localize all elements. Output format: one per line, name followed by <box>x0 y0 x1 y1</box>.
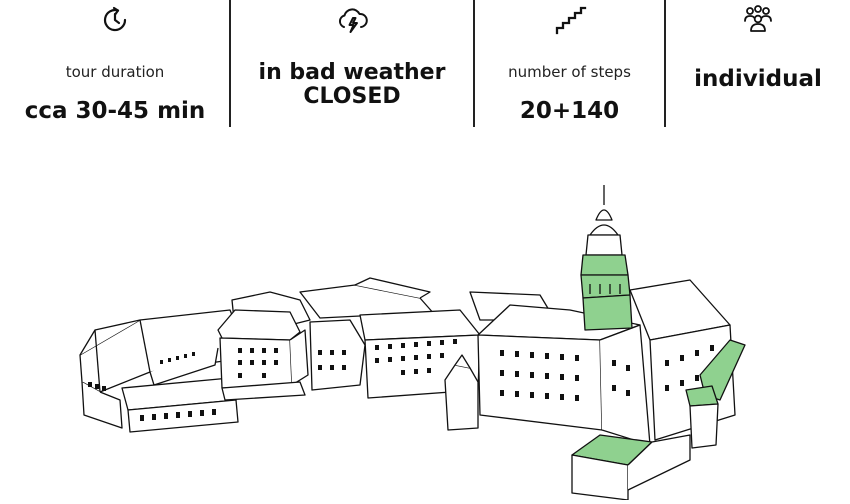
middle-wing <box>309 309 481 431</box>
castle-illustration <box>0 160 850 501</box>
weather-block: in bad weather CLOSED <box>231 0 473 130</box>
central-left-cluster <box>217 291 311 401</box>
storm-cloud-icon <box>335 3 369 37</box>
castle-tower <box>580 185 633 331</box>
column-divider <box>664 0 666 127</box>
tour-info-bar: tour duration cca 30-45 min in bad weath… <box>0 0 850 130</box>
column-divider <box>229 0 231 127</box>
rampart-path <box>685 339 746 449</box>
weather-line-2: CLOSED <box>303 84 401 109</box>
people-group-icon <box>741 3 775 37</box>
column-divider <box>473 0 475 127</box>
steps-label: number of steps <box>508 63 631 81</box>
group-block: individual <box>666 0 850 130</box>
steps-block: number of steps 20+140 <box>475 0 664 130</box>
left-wing <box>79 309 241 429</box>
front-low-building <box>121 377 239 433</box>
stairs-icon <box>553 3 587 37</box>
clock-refresh-icon <box>98 3 132 37</box>
steps-value: 20+140 <box>519 98 620 124</box>
tour-duration-block: tour duration cca 30-45 min <box>0 0 230 130</box>
tour-duration-label: tour duration <box>65 63 165 81</box>
group-value: individual <box>694 66 822 92</box>
weather-line-1: in bad weather <box>258 60 446 85</box>
front-terrace <box>571 434 691 501</box>
main-palace <box>477 279 736 446</box>
tour-duration-value: cca 30-45 min <box>24 98 206 124</box>
